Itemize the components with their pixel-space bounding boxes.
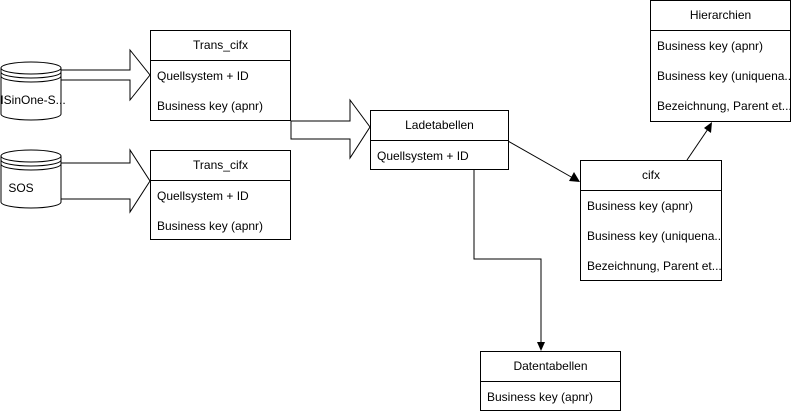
entity-hierarchien[interactable]: Hierarchien Business key (apnr) Business… [650,0,791,122]
connector-cifx-to-hierarchien [686,128,709,161]
entity-trans-cifx-2[interactable]: Trans_cifx Quellsystem + ID Business key… [150,150,291,240]
entity-attribute: Business key (apnr) [157,219,264,233]
connector-ladetabellen-to-cifx [507,140,574,179]
entity-trans-cifx-1[interactable]: Trans_cifx Quellsystem + ID Business key… [150,30,291,121]
entity-attribute: Bezeichnung, Parent et... [587,259,721,273]
entity-title: Trans_cifx [151,31,290,61]
entity-title: Datentabellen [481,352,620,382]
connector-ladetabellen-to-datentabellen [473,170,542,343]
database-sos-label: SOS [8,181,34,195]
block-arrow-sos-to-trans2 [60,148,151,214]
entity-attribute: Business key (apnr) [657,39,764,53]
database-isinone-icon[interactable] [0,61,62,121]
entity-attribute: Business key (apnr) [487,390,594,404]
entity-attribute: Business key (apnr) [157,99,264,113]
entity-attribute: Bezeichnung, Parent et... [657,99,790,113]
entity-title: Trans_cifx [151,151,290,181]
entity-attribute: Business key (uniquena... [587,229,721,243]
entity-datentabellen[interactable]: Datentabellen Business key (apnr) [480,351,621,411]
arrowhead-icon [537,342,545,351]
database-sos-icon[interactable] [0,149,62,209]
arrowhead-icon [704,122,712,133]
entity-attribute: Business key (uniquena... [657,69,790,83]
entity-ladetabellen[interactable]: Ladetabellen Quellsystem + ID [370,110,509,170]
database-isinone-label: ISinOne-S... [0,93,66,107]
entity-title: Hierarchien [651,1,790,31]
entity-cifx[interactable]: cifx Business key (apnr) Business key (u… [580,160,722,281]
entity-attribute: Business key (apnr) [587,199,694,213]
block-arrow-isinone-to-trans1 [60,48,151,102]
entity-attribute: Quellsystem + ID [377,149,469,163]
entity-title: Ladetabellen [371,111,508,141]
entity-title: cifx [581,161,721,191]
entity-attribute: Quellsystem + ID [157,189,249,203]
arrowhead-icon [569,172,580,182]
entity-attribute: Quellsystem + ID [157,69,249,83]
block-arrow-trans1-to-ladetabellen [290,98,371,160]
